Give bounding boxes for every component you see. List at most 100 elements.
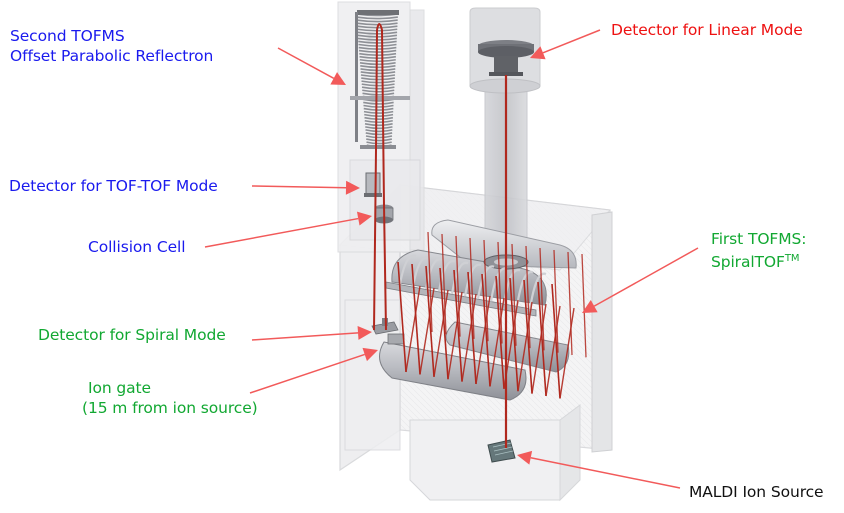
reflectron-electrode-ring — [366, 138, 393, 142]
reflectron-electrode-ring — [361, 80, 395, 84]
spiral-ion-path-segment — [433, 289, 449, 377]
spiral-ion-path-segment — [467, 271, 477, 385]
reflectron-electrode-ring — [364, 119, 393, 124]
reflectron-electrode-ring — [363, 110, 394, 114]
reflectron-electrode-ring — [360, 68, 396, 72]
sector-rib — [528, 272, 547, 310]
arrow-shaft — [251, 332, 359, 341]
spiral-ion-path-segment — [447, 291, 463, 380]
spiral-ion-path-segment — [481, 273, 491, 387]
arrow-to-maldi-source — [517, 450, 681, 489]
arrow-head — [362, 347, 378, 362]
reflectron-electrode-ring — [361, 83, 395, 87]
reflectron-ion-path — [373, 23, 387, 331]
reflectron-electrode-ring — [364, 116, 394, 120]
reflectron-electrode-ring — [364, 123, 393, 127]
reflectron-electrode-ring — [356, 16, 398, 20]
label-spiraltof: SpiralTOF — [711, 253, 785, 271]
arrow-to-spiral-tof — [582, 247, 699, 313]
arrow-head — [330, 72, 346, 85]
arrow-to-ion-gate — [249, 347, 378, 394]
label-detector-linear: Detector for Linear Mode — [611, 20, 803, 40]
spiral-ion-path-segment — [539, 247, 545, 351]
label-line: Ion gate — [88, 379, 151, 397]
spiral-ion-path-segment — [553, 249, 559, 353]
arrow-head — [517, 450, 533, 465]
label-line: (15 m from ion source) — [82, 399, 258, 417]
spiral-ion-path-segment — [453, 269, 463, 382]
arrow-shaft — [542, 29, 601, 54]
spiral-ion-path-segment — [419, 287, 435, 375]
spiral-ion-path-segment — [483, 239, 489, 342]
reflectron-electrode-ring — [363, 101, 394, 105]
spiral-ion-path-segment — [559, 307, 575, 399]
label-collision-cell: Collision Cell — [88, 237, 186, 257]
label-line: Detector for Spiral Mode — [38, 326, 226, 344]
spiral-ion-path-segment — [475, 295, 491, 385]
label-line: Collision Cell — [88, 238, 186, 256]
spiral-ion-path-segment — [581, 253, 587, 358]
reflectron-electrode-ring — [363, 104, 394, 108]
arrow-shaft — [593, 247, 699, 307]
sector-rib — [463, 263, 482, 297]
label-maldi-source: MALDI Ion Source — [689, 482, 824, 502]
arrow-shaft — [277, 47, 335, 79]
sector-rib — [437, 259, 456, 292]
spiral-ion-path-segment — [495, 275, 505, 389]
tof-tof-detector — [364, 172, 382, 197]
arrow-shaft — [530, 457, 681, 489]
spiral-ion-path-segment — [411, 263, 421, 375]
spiral-ion-path-segment — [439, 267, 449, 380]
label-arrows — [204, 29, 699, 489]
reflectron-bottom-plate — [360, 145, 396, 149]
reflectron-electrode-ring — [365, 126, 393, 130]
label-line: Detector for Linear Mode — [611, 21, 803, 39]
spiral-ion-path-segment — [517, 301, 533, 392]
chamber-right-frame — [591, 211, 613, 453]
arrow-to-tof-tof-detector — [251, 180, 360, 195]
arrow-shaft — [204, 217, 359, 248]
spiral-ion-path-segment — [455, 235, 461, 337]
arrow-shaft — [249, 353, 365, 394]
label-line: Offset Parabolic Reflectron — [10, 47, 214, 65]
base-block — [409, 419, 561, 501]
arrow-to-reflectron — [277, 47, 346, 85]
reflectron-electrode-ring — [366, 141, 392, 145]
spiral-ion-path-segment — [525, 245, 531, 349]
linear-detector — [478, 40, 534, 76]
reflectron-electrode-ring — [356, 19, 398, 23]
spiral-ion-path-segment — [511, 243, 517, 346]
reflectron-electrode-ring — [362, 89, 395, 93]
arrow-head — [356, 211, 372, 226]
reflectron-electrode-ring — [360, 65, 396, 69]
reflectron-electrode-ring — [363, 107, 394, 111]
label-line: MALDI Ion Source — [689, 483, 824, 501]
spiral-ion-path-segment — [489, 297, 505, 387]
spiral-ion-path-segment — [523, 279, 533, 394]
label-detector-tof-tof: Detector for TOF-TOF Mode — [9, 176, 218, 196]
reflectron-electrode-ring — [362, 92, 395, 96]
spiral-ion-path-segment — [567, 251, 573, 356]
sector-back-lower — [445, 321, 570, 373]
spiral-ion-path-segment — [427, 231, 433, 333]
reflectron-electrode-ring — [360, 74, 396, 78]
sector-rib — [398, 254, 417, 285]
label-line: First TOFMS: — [711, 230, 807, 248]
arrow-to-linear-detector — [530, 29, 601, 60]
spiral-ion-path-segment — [425, 265, 435, 377]
spiral-ion-path-segment — [509, 277, 519, 392]
arrow-head — [345, 180, 360, 195]
spiral-ion-path-segment — [537, 281, 547, 397]
arrow-head — [357, 325, 372, 340]
label-first-tofms: First TOFMS: SpiralTOFTM — [711, 229, 806, 272]
label-line: Detector for TOF-TOF Mode — [9, 177, 218, 195]
reflectron-electrode-ring — [365, 132, 393, 136]
spiral-ion-path-segment — [441, 233, 447, 335]
reflectron-electrode-ring — [356, 22, 398, 26]
spiral-ion-path-segment — [461, 293, 477, 382]
ion-gate-component — [387, 333, 405, 345]
label-line: Second TOFMS — [10, 27, 125, 45]
arrow-head — [530, 46, 546, 60]
reflectron-frame-left — [355, 12, 358, 142]
spiral-ion-path-segment — [397, 261, 407, 373]
